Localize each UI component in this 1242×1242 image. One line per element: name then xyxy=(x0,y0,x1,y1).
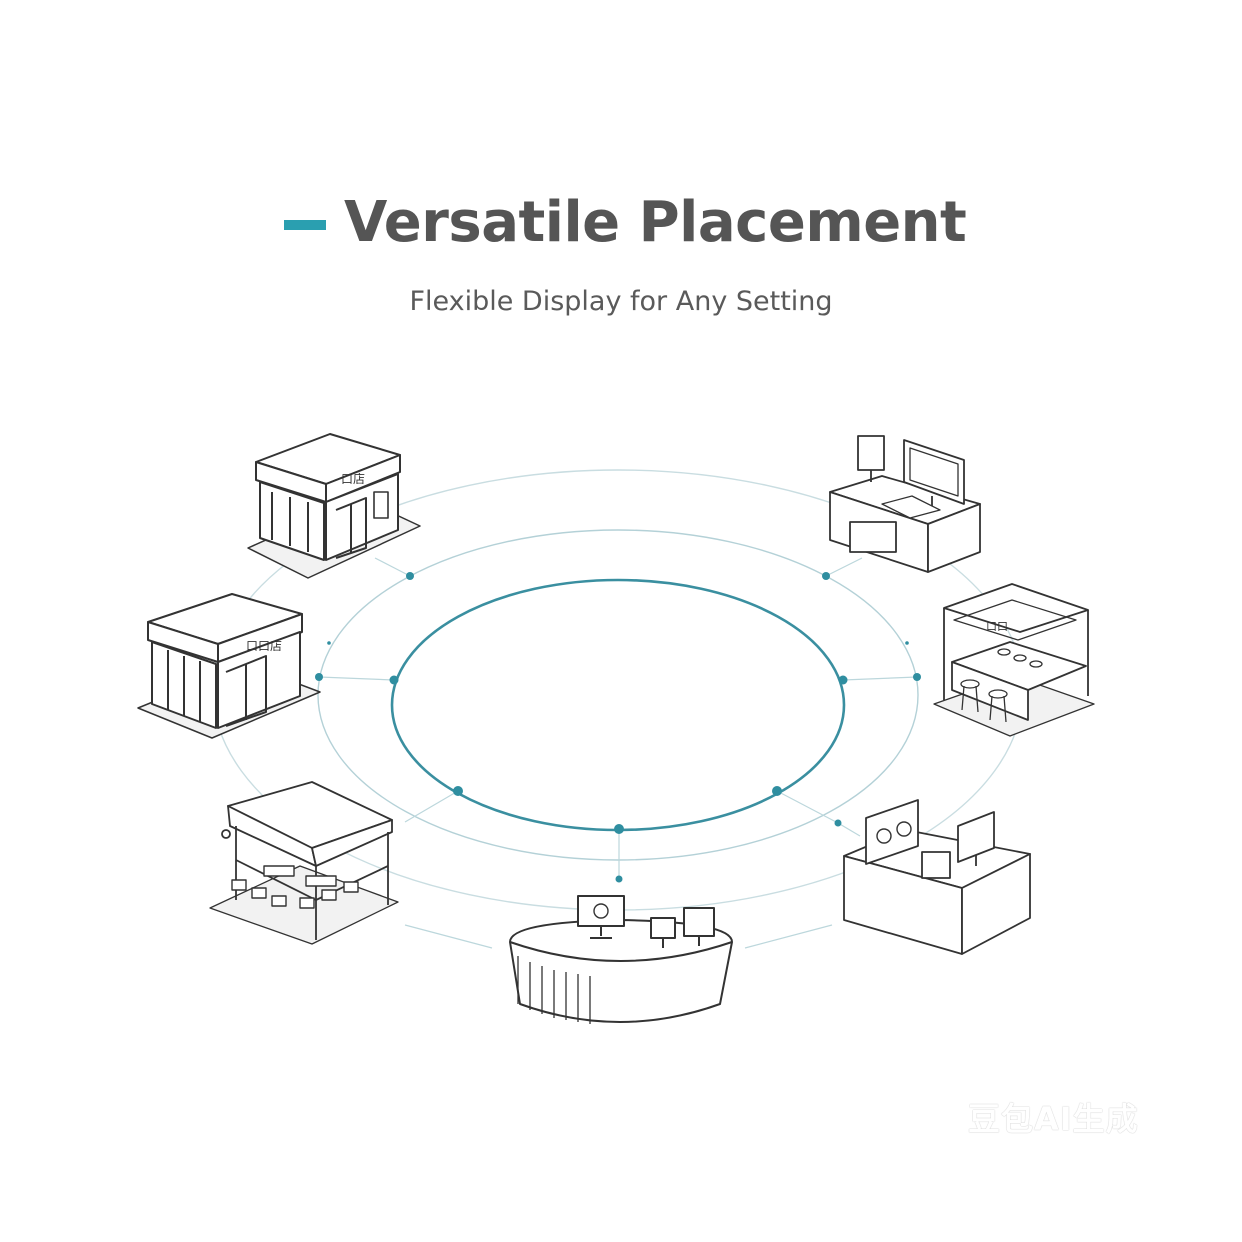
storefront-sign: 口店 xyxy=(341,472,365,486)
node xyxy=(822,572,830,580)
checkout-counter-icon xyxy=(843,799,1031,955)
node xyxy=(834,819,842,827)
connectors xyxy=(318,557,918,949)
bar-counter-icon: 口口 xyxy=(933,583,1095,737)
connector-line xyxy=(744,924,833,949)
node xyxy=(327,641,331,645)
watermark: 豆包AI生成 xyxy=(968,1100,1139,1138)
connector-line xyxy=(825,557,863,577)
bar-sign: 口口 xyxy=(986,620,1008,633)
storefront-sign: 口口店 xyxy=(246,639,282,653)
page-subtitle: Flexible Display for Any Setting xyxy=(409,286,833,317)
page-title: Versatile Placement xyxy=(344,190,967,255)
node xyxy=(905,641,909,645)
node xyxy=(913,673,921,681)
node xyxy=(614,824,624,834)
node xyxy=(389,675,399,685)
office-desk-icon xyxy=(829,435,981,573)
connector-line xyxy=(374,557,411,577)
connector-line xyxy=(837,822,861,837)
reception-desk-icon xyxy=(509,895,733,1024)
middle-ring xyxy=(317,529,919,861)
node xyxy=(772,786,782,796)
accent-bar xyxy=(284,219,326,230)
node xyxy=(406,572,414,580)
node xyxy=(315,673,323,681)
storefront-icon: 口店 xyxy=(247,433,421,579)
connector-line xyxy=(404,790,459,823)
connector-line xyxy=(842,676,918,681)
node xyxy=(615,875,623,883)
node xyxy=(453,786,463,796)
connector-line xyxy=(318,676,395,681)
connector-line xyxy=(776,790,839,824)
storefront-icon: 口口店 xyxy=(137,593,321,739)
cafe-icon xyxy=(209,781,399,945)
nodes xyxy=(315,572,921,883)
connector-line xyxy=(404,924,493,949)
node xyxy=(838,675,848,685)
title-row: Versatile Placement xyxy=(284,190,967,255)
